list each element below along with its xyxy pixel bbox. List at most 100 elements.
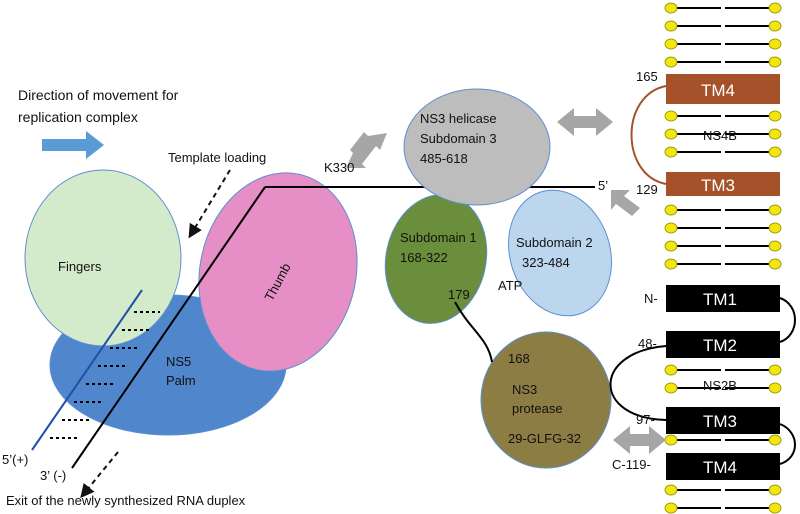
lipid-head (664, 110, 678, 122)
ns5-thumb-domain (198, 172, 358, 372)
lipid-head (768, 382, 782, 394)
lipid-head (664, 434, 678, 446)
palm-label: Palm (166, 373, 196, 388)
lipid-head (768, 222, 782, 234)
ns3-subdomain2 (507, 189, 613, 317)
lipid-molecule (664, 484, 782, 496)
lipid-head (664, 364, 678, 376)
protease-label-line2: protease (512, 401, 563, 416)
lipid-head (664, 382, 678, 394)
ns2b-tm1-box (666, 285, 780, 312)
ns2b-tm4-box (666, 453, 780, 480)
subdomain2-label-line2: 323-484 (522, 255, 570, 270)
ns4b-tm4-box (666, 74, 780, 104)
c-terminus-119-label: C-119- (612, 457, 651, 472)
lipid-head (664, 146, 678, 158)
helicase-ns4b-arrow (557, 108, 613, 136)
k330-helicase-arrow (346, 132, 387, 168)
template-loading-label: Template loading (168, 150, 266, 165)
lipid-molecule (664, 110, 782, 122)
lipid-head (768, 20, 782, 32)
lipid-head (768, 128, 782, 140)
residue-165-label: 165 (636, 69, 658, 84)
lipid-head (664, 484, 678, 496)
lipid-molecule (664, 38, 782, 50)
lipid-head (768, 502, 782, 514)
lipid-head (664, 258, 678, 270)
lipid-head (768, 240, 782, 252)
lipid-head (664, 222, 678, 234)
helicase-label-line3: 485-618 (420, 151, 468, 166)
ns2b-tm4-label: TM4 (703, 458, 737, 477)
exit-label: Exit of the newly synthesized RNA duplex (6, 493, 246, 508)
protease-label-line1: NS3 (512, 382, 537, 397)
ns4b-tm3-box (666, 172, 780, 196)
lipid-head (664, 240, 678, 252)
template-strand-minus (71, 186, 266, 469)
lipid-molecule (664, 56, 782, 68)
residue-48-label: 48- (638, 336, 657, 351)
ns2b-tm2-box (666, 331, 780, 358)
k330-label: K330 (324, 160, 354, 175)
helicase-label-line1: NS3 helicase (420, 111, 497, 126)
tm2-tm3-loop (609, 345, 667, 421)
ns5-label: NS5 (166, 354, 191, 369)
lipid-head (664, 128, 678, 140)
residue-129-label: 129 (636, 182, 658, 197)
lipid-molecule (664, 240, 782, 252)
ns2b-tm1-label: TM1 (703, 290, 737, 309)
ns5-fingers-domain (24, 169, 182, 347)
lipid-molecule (664, 502, 782, 514)
lipid-head (768, 204, 782, 216)
lipid-head (768, 434, 782, 446)
lipid-head (664, 502, 678, 514)
lipid-head (664, 38, 678, 50)
lipid-head (664, 2, 678, 14)
tm1-tm2-loop (779, 297, 796, 343)
five-prime-end-label: 5’ (598, 178, 608, 193)
subdomain1-label-line2: 168-322 (400, 250, 448, 265)
residue-179-label: 179 (448, 287, 470, 302)
direction-label-line2: replication complex (18, 109, 138, 125)
direction-label-line1: Direction of movement for (18, 87, 179, 103)
lipid-head (768, 56, 782, 68)
tm3-tm4-loop (779, 423, 796, 465)
ns2b-label: NS2B (703, 378, 737, 393)
lipid-molecule (664, 20, 782, 32)
n-terminus-label: N- (644, 291, 658, 306)
lipid-head (768, 38, 782, 50)
ns2b-tm2-label: TM2 (703, 336, 737, 355)
lipid-head (664, 204, 678, 216)
lipid-head (664, 20, 678, 32)
lipid-molecule (664, 434, 782, 446)
lipid-head (768, 110, 782, 122)
ns3-helicase-subdomain3 (403, 88, 551, 206)
ns3-protease (480, 331, 612, 469)
ns4b-tm3-label: TM3 (701, 176, 735, 195)
lipid-molecule (664, 382, 782, 394)
ns4b-loop (630, 85, 667, 185)
strand-minus-label: 3’ (-) (40, 468, 66, 483)
lipid-molecule (664, 146, 782, 158)
helicase-label-line2: Subdomain 3 (420, 131, 497, 146)
lipid-molecule (664, 364, 782, 376)
strand-plus-label: 5’(+) (2, 452, 28, 467)
nascent-strand-plus (31, 289, 143, 451)
residue-97-label: 97- (636, 412, 655, 427)
lipid-molecule (664, 128, 782, 140)
exit-arrow (80, 451, 119, 499)
subdomain2-tm3-arrow (611, 190, 640, 216)
lipid-molecule (664, 222, 782, 234)
lipid-head (768, 364, 782, 376)
direction-arrow (42, 131, 104, 159)
ns3-linker (454, 301, 493, 363)
template-loading-arrow (188, 169, 231, 239)
fingers-label: Fingers (58, 259, 102, 274)
protease-ns2b-arrow (613, 426, 666, 454)
interaction-arrows (346, 108, 666, 454)
rna-duplex (31, 186, 595, 469)
lipid-head (768, 2, 782, 14)
lipid-molecule (664, 258, 782, 270)
